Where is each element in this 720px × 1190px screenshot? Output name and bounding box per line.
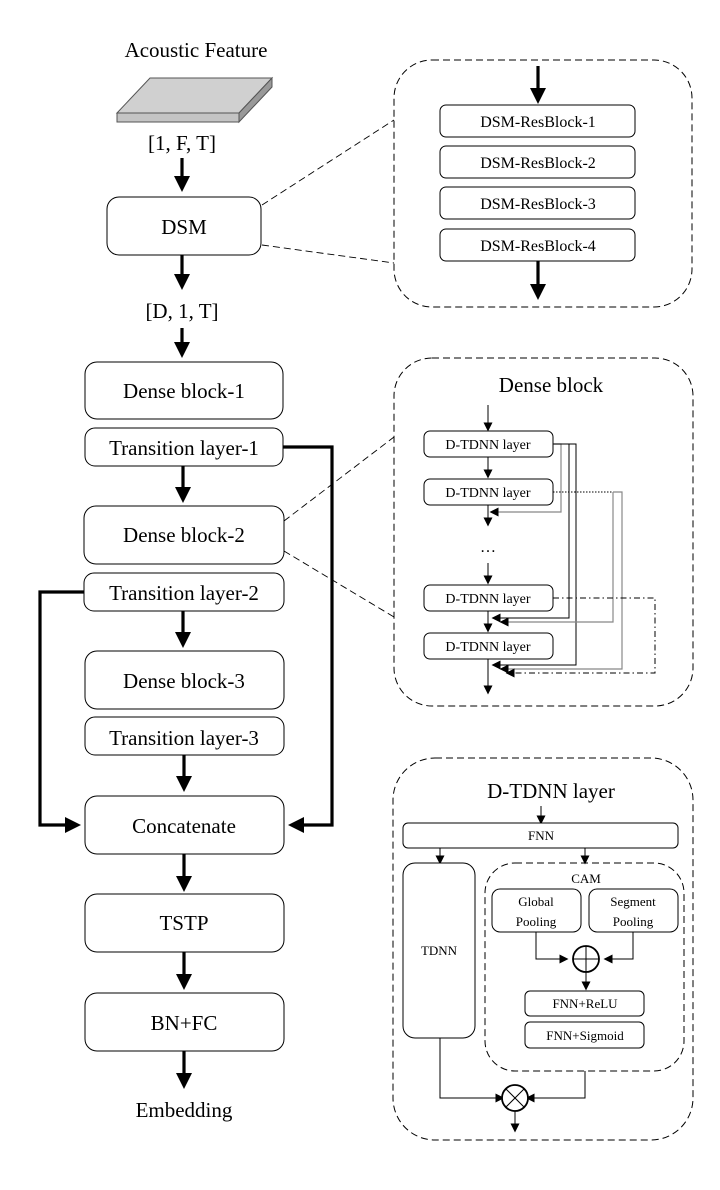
dsm-resblock-1-label: DSM-ResBlock-1: [480, 114, 596, 131]
segment-pooling-box[interactable]: Segment Pooling: [588, 888, 679, 933]
dense-block-3-box[interactable]: Dense block-3: [84, 650, 285, 710]
dense-conn-2-to-n: [499, 491, 623, 674]
dsm-detail-panel: DSM-ResBlock-1 DSM-ResBlock-2 DSM-ResBlo…: [393, 59, 693, 308]
dsm-box[interactable]: DSM: [106, 196, 262, 256]
dense-layer-1[interactable]: D-TDNN layer: [423, 430, 554, 458]
cam-panel: CAM Global Pooling Segment Pooling F: [484, 862, 685, 1072]
callout-line-dense-bottom: [283, 550, 395, 618]
arrow-cam-to-multiply: [525, 1071, 586, 1103]
skip-connection-transition-2: [38, 590, 84, 833]
dense-block-3-label: Dense block-3: [123, 669, 245, 693]
dense-block-detail-panel: Dense block D-TDNN layer D-TDNN layer … …: [393, 357, 694, 707]
dense-conn-1-to-n: [491, 443, 577, 670]
arrow-global-to-add: [535, 932, 569, 964]
add-operator-icon: [572, 945, 600, 973]
bn-fc-label: BN+FC: [151, 1011, 218, 1035]
fnn-box[interactable]: FNN: [402, 822, 679, 849]
tstp-label: TSTP: [159, 911, 208, 935]
dense-block-1-label: Dense block-1: [123, 379, 245, 403]
global-pooling-label-1: Global: [518, 894, 554, 909]
dense-block-detail-title: Dense block: [499, 373, 604, 397]
segment-pooling-label-2: Pooling: [613, 914, 654, 929]
tdnn-label: TDNN: [421, 943, 458, 958]
concatenate-box[interactable]: Concatenate: [84, 795, 285, 855]
dtdnn-layer-detail-panel: D-TDNN layer FNN TDNN CAM Global Pooling…: [392, 757, 694, 1141]
cam-title: CAM: [571, 871, 601, 886]
dtdnn-detail-title: D-TDNN layer: [487, 779, 615, 803]
dense-layer-n1-label: D-TDNN layer: [445, 592, 530, 607]
dense-layer-1-label: D-TDNN layer: [445, 438, 530, 453]
dsm-resblock-1[interactable]: DSM-ResBlock-1: [439, 104, 636, 138]
input-shape-label: [1, F, T]: [148, 131, 216, 155]
transition-layer-3-label: Transition layer-3: [109, 726, 259, 750]
dense-layer-2[interactable]: D-TDNN layer: [423, 478, 554, 506]
fnn-sigmoid-label: FNN+Sigmoid: [546, 1028, 624, 1043]
input-label: Acoustic Feature: [125, 38, 268, 62]
transition-layer-3-box[interactable]: Transition layer-3: [84, 716, 285, 756]
output-label: Embedding: [136, 1098, 233, 1122]
fnn-relu-box[interactable]: FNN+ReLU: [524, 990, 645, 1017]
transition-layer-2-label: Transition layer-2: [109, 581, 259, 605]
fnn-sigmoid-box[interactable]: FNN+Sigmoid: [524, 1021, 645, 1049]
dense-layer-n1[interactable]: D-TDNN layer: [423, 584, 554, 612]
dense-block-1-box[interactable]: Dense block-1: [84, 361, 284, 420]
fnn-label: FNN: [528, 828, 555, 843]
tstp-box[interactable]: TSTP: [84, 893, 285, 953]
dsm-resblock-4[interactable]: DSM-ResBlock-4: [439, 228, 636, 262]
dsm-output-shape-label: [D, 1, T]: [145, 299, 218, 323]
global-pooling-label-2: Pooling: [516, 914, 557, 929]
callout-line-dense-top: [283, 436, 395, 522]
skip-connection-transition-1: [283, 445, 334, 833]
dense-layer-n-label: D-TDNN layer: [445, 640, 530, 655]
dsm-resblock-2[interactable]: DSM-ResBlock-2: [439, 145, 636, 179]
concatenate-label: Concatenate: [132, 814, 236, 838]
dense-layer-n[interactable]: D-TDNN layer: [423, 632, 554, 660]
arrow-tdnn-to-multiply: [439, 1038, 505, 1103]
dsm-resblock-3-label: DSM-ResBlock-3: [480, 196, 596, 213]
multiply-operator-icon: [501, 1084, 529, 1112]
transition-layer-2-box[interactable]: Transition layer-2: [83, 572, 285, 612]
ellipsis: …: [480, 539, 496, 556]
dsm-label: DSM: [161, 215, 207, 239]
bn-fc-box[interactable]: BN+FC: [84, 992, 285, 1052]
dsm-resblock-4-label: DSM-ResBlock-4: [480, 238, 596, 255]
dense-block-2-label: Dense block-2: [123, 523, 245, 547]
arrow-segment-to-add: [603, 932, 634, 964]
fnn-relu-label: FNN+ReLU: [552, 996, 618, 1011]
tdnn-box[interactable]: TDNN: [402, 862, 476, 1039]
callout-line-dsm-bottom: [261, 244, 395, 264]
global-pooling-box[interactable]: Global Pooling: [491, 888, 582, 933]
dense-layer-2-label: D-TDNN layer: [445, 486, 530, 501]
dense-conn-n1-to-n: [505, 597, 656, 678]
dense-conn-2-to-n1: [499, 492, 614, 627]
segment-pooling-label-1: Segment: [610, 894, 656, 909]
transition-layer-1-box[interactable]: Transition layer-1: [84, 427, 284, 467]
transition-layer-1-label: Transition layer-1: [109, 436, 259, 460]
callout-line-dsm-top: [261, 119, 395, 206]
dense-block-2-box[interactable]: Dense block-2: [83, 505, 285, 565]
acoustic-feature-slab-icon: [115, 76, 274, 124]
dsm-resblock-3[interactable]: DSM-ResBlock-3: [439, 186, 636, 220]
dsm-resblock-2-label: DSM-ResBlock-2: [480, 155, 596, 172]
